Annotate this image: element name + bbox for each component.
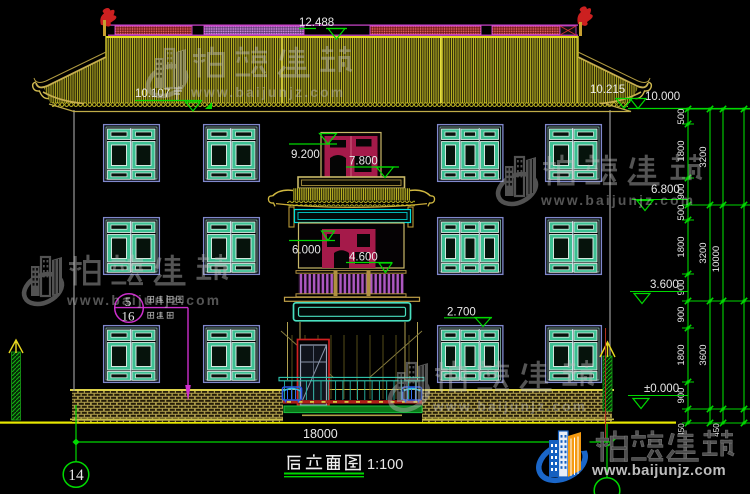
svg-text:6.000: 6.000 xyxy=(292,245,321,257)
svg-text:1:100: 1:100 xyxy=(367,457,403,473)
svg-text:500: 500 xyxy=(676,109,687,125)
svg-text:3200: 3200 xyxy=(698,242,709,263)
svg-text:500: 500 xyxy=(676,205,687,221)
svg-text:1800: 1800 xyxy=(676,344,687,365)
svg-text:3.600: 3.600 xyxy=(650,279,679,291)
svg-text:10.000: 10.000 xyxy=(645,91,680,103)
svg-text:7.800: 7.800 xyxy=(349,156,378,168)
svg-text:3200: 3200 xyxy=(698,146,709,167)
svg-text:±0.000: ±0.000 xyxy=(644,383,679,395)
svg-text:18000: 18000 xyxy=(303,427,338,441)
svg-text:www.baijunjz.com: www.baijunjz.com xyxy=(66,293,221,308)
svg-text:10.215: 10.215 xyxy=(590,84,625,96)
svg-text:10000: 10000 xyxy=(711,246,722,272)
svg-text:1800: 1800 xyxy=(676,236,687,257)
svg-text:900: 900 xyxy=(676,280,687,296)
svg-text:www.baijunjz.com: www.baijunjz.com xyxy=(432,399,587,414)
svg-text:www.baijunjz.com: www.baijunjz.com xyxy=(540,193,695,208)
svg-text:www.baijunjz.com: www.baijunjz.com xyxy=(190,85,345,100)
svg-text:1800: 1800 xyxy=(676,140,687,161)
svg-text:www.baijunjz.com: www.baijunjz.com xyxy=(591,463,726,479)
svg-text:900: 900 xyxy=(676,184,687,200)
svg-text:6.800: 6.800 xyxy=(651,184,680,196)
svg-text:3600: 3600 xyxy=(698,344,709,365)
svg-text:450: 450 xyxy=(712,423,721,437)
svg-text:14: 14 xyxy=(68,467,84,484)
svg-text:16: 16 xyxy=(122,309,136,324)
svg-text:2.700: 2.700 xyxy=(447,307,476,319)
svg-text:5: 5 xyxy=(125,294,132,309)
svg-text:12.488: 12.488 xyxy=(299,17,334,29)
svg-text:900: 900 xyxy=(676,307,687,323)
svg-text:9.200: 9.200 xyxy=(291,149,320,161)
svg-text:4.600: 4.600 xyxy=(349,252,378,264)
svg-text:450: 450 xyxy=(677,423,686,437)
